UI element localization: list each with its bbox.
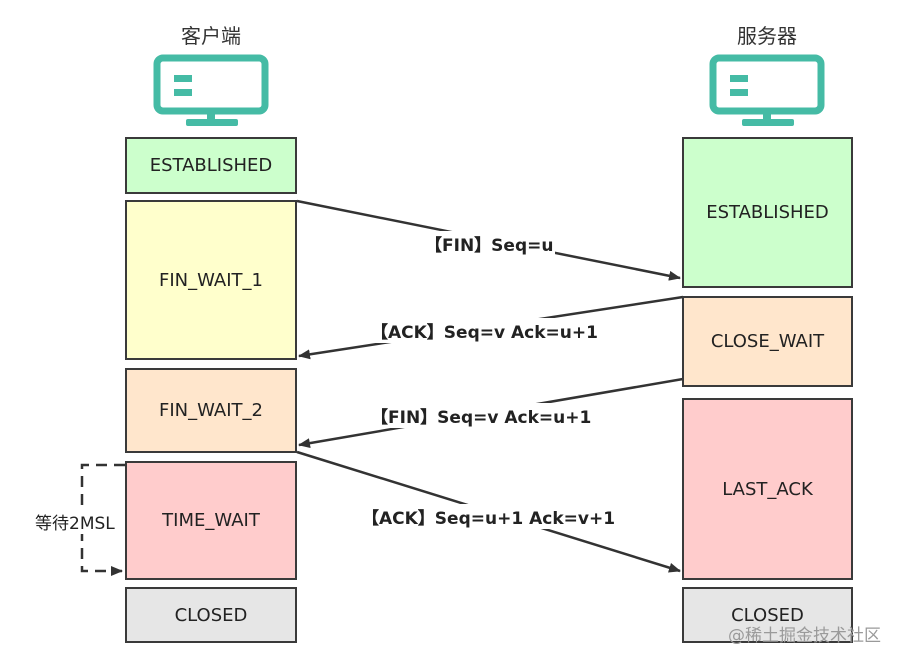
client-state-fin-wait-1: FIN_WAIT_1 [125, 200, 297, 360]
state-label: TIME_WAIT [162, 510, 260, 531]
server-title: 服务器 [737, 24, 797, 48]
client-title: 客户端 [181, 24, 241, 48]
message-label-fin: 【FIN】Seq=u [423, 231, 556, 256]
state-label: LAST_ACK [722, 478, 813, 500]
server-monitor-icon [709, 54, 825, 126]
state-label: CLOSED [731, 604, 804, 626]
message-label-final-ack: 【ACK】Seq=u+1 Ack=v+1 [360, 504, 618, 529]
state-label: FIN_WAIT_2 [158, 400, 263, 421]
message-label-ack: 【ACK】Seq=v Ack=u+1 [369, 318, 600, 343]
client-state-time-wait: TIME_WAIT [125, 461, 297, 580]
watermark: @稀土掘金技术社区 [728, 626, 881, 646]
client-monitor-icon [153, 54, 269, 126]
message-label-server-fin: 【FIN】Seq=v Ack=u+1 [369, 403, 594, 428]
state-label: ESTABLISHED [149, 155, 273, 176]
server-state-closed: CLOSED [682, 587, 853, 643]
server-state-last-ack: LAST_ACK [682, 398, 853, 580]
client-state-established: ESTABLISHED [125, 137, 297, 194]
state-label: CLOSED [174, 604, 248, 626]
server-state-established: ESTABLISHED [682, 137, 853, 288]
state-label: ESTABLISHED [706, 202, 829, 223]
client-state-closed: CLOSED [125, 587, 297, 643]
client-state-fin-wait-2: FIN_WAIT_2 [125, 368, 297, 453]
wait-2msl-label: 等待2MSL [35, 509, 115, 534]
state-label: FIN_WAIT_1 [158, 269, 263, 291]
server-state-close-wait: CLOSE_WAIT [682, 296, 853, 387]
state-label: CLOSE_WAIT [710, 331, 825, 352]
